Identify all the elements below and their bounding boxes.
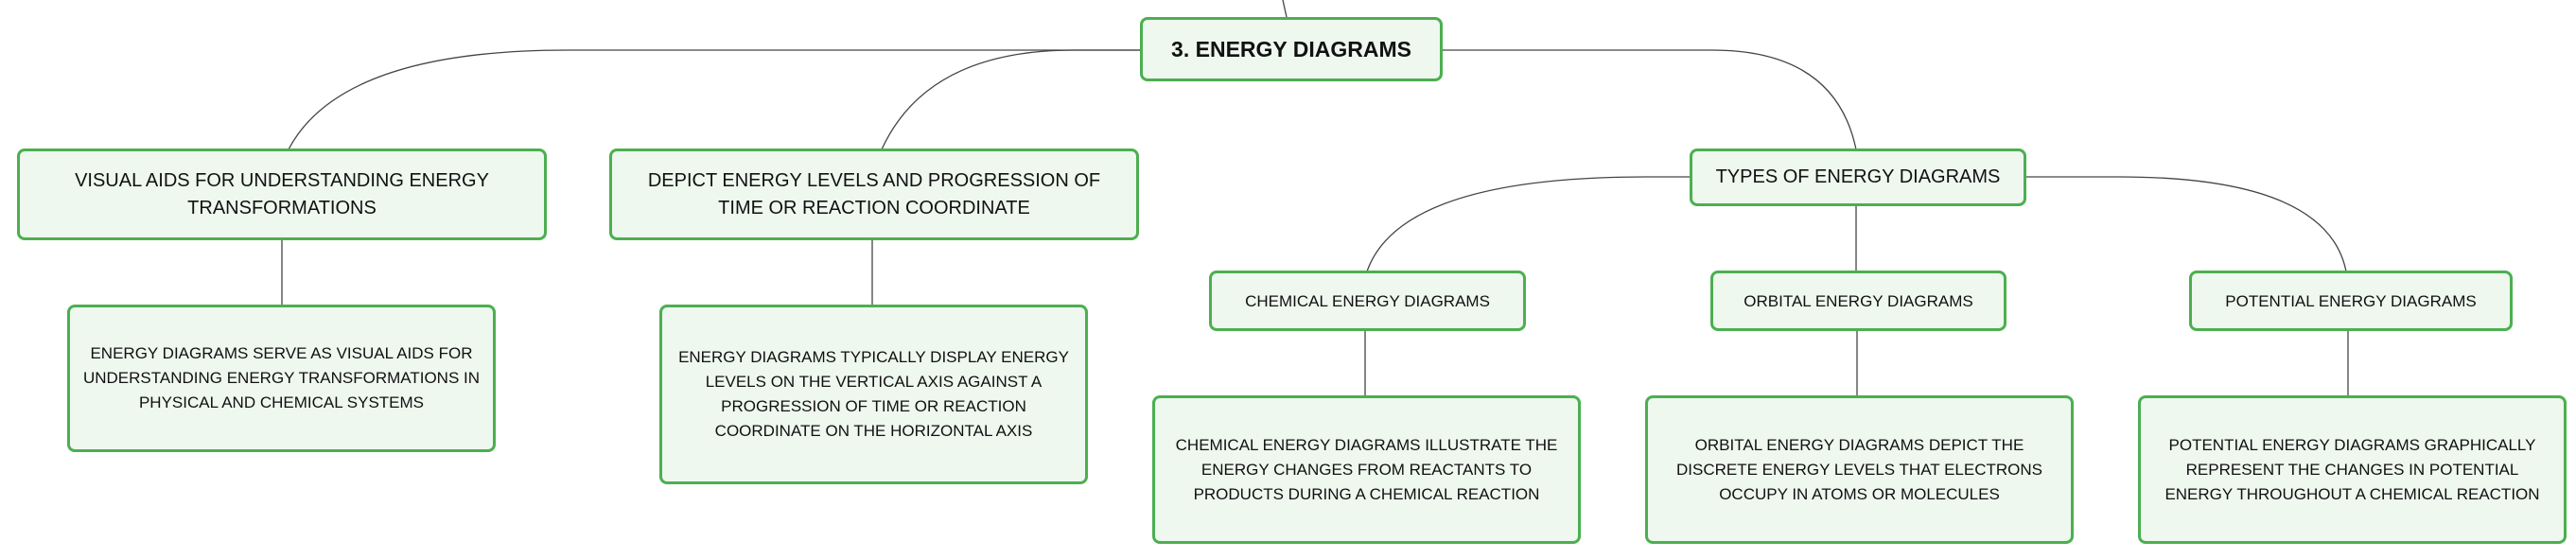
detail-visual-aids[interactable]: ENERGY DIAGRAMS SERVE AS VISUAL AIDS FOR…	[67, 305, 496, 452]
detail-potential-energy-diagrams[interactable]: POTENTIAL ENERGY DIAGRAMS GRAPHICALLY RE…	[2138, 395, 2567, 544]
root-label: 3. ENERGY DIAGRAMS	[1171, 36, 1411, 61]
connector-types-potential	[2024, 176, 2347, 272]
branch-visual-aids[interactable]: VISUAL AIDS FOR UNDERSTANDING ENERGY TRA…	[17, 148, 547, 240]
branch-label: DEPICT ENERGY LEVELS AND PROGRESSION OF …	[647, 169, 1101, 218]
detail-text: ENERGY DIAGRAMS TYPICALLY DISPLAY ENERGY…	[678, 348, 1069, 440]
connector-root-branch-1	[288, 49, 1140, 150]
branch-types-of-energy-diagrams[interactable]: TYPES OF ENERGY DIAGRAMS	[1690, 148, 2026, 206]
connector-root-branch-2	[881, 49, 1140, 150]
branch-label: TYPES OF ENERGY DIAGRAMS	[1715, 166, 2001, 187]
connector-types-chemical	[1366, 176, 1691, 272]
detail-text: ENERGY DIAGRAMS SERVE AS VISUAL AIDS FOR…	[82, 344, 481, 411]
root-node[interactable]: 3. ENERGY DIAGRAMS	[1140, 17, 1443, 81]
detail-text: CHEMICAL ENERGY DIAGRAMS ILLUSTRATE THE …	[1175, 435, 1558, 503]
type-orbital-energy-diagrams[interactable]: ORBITAL ENERGY DIAGRAMS	[1710, 271, 2006, 331]
type-potential-energy-diagrams[interactable]: POTENTIAL ENERGY DIAGRAMS	[2189, 271, 2513, 331]
type-label: POTENTIAL ENERGY DIAGRAMS	[2225, 291, 2477, 310]
branch-depict-energy-levels[interactable]: DEPICT ENERGY LEVELS AND PROGRESSION OF …	[609, 148, 1139, 240]
branch-label: VISUAL AIDS FOR UNDERSTANDING ENERGY TRA…	[75, 169, 489, 218]
detail-chemical-energy-diagrams[interactable]: CHEMICAL ENERGY DIAGRAMS ILLUSTRATE THE …	[1152, 395, 1581, 544]
detail-text: ORBITAL ENERGY DIAGRAMS DEPICT THE DISCR…	[1675, 435, 2042, 503]
connector-root-parent	[1282, 0, 1288, 18]
type-chemical-energy-diagrams[interactable]: CHEMICAL ENERGY DIAGRAMS	[1209, 271, 1526, 331]
type-label: ORBITAL ENERGY DIAGRAMS	[1744, 291, 1973, 310]
detail-depict-energy-levels[interactable]: ENERGY DIAGRAMS TYPICALLY DISPLAY ENERGY…	[659, 305, 1088, 484]
connector-root-branch-3	[1443, 49, 1857, 150]
detail-text: POTENTIAL ENERGY DIAGRAMS GRAPHICALLY RE…	[2164, 435, 2540, 503]
type-label: CHEMICAL ENERGY DIAGRAMS	[1245, 291, 1490, 310]
detail-orbital-energy-diagrams[interactable]: ORBITAL ENERGY DIAGRAMS DEPICT THE DISCR…	[1645, 395, 2074, 544]
